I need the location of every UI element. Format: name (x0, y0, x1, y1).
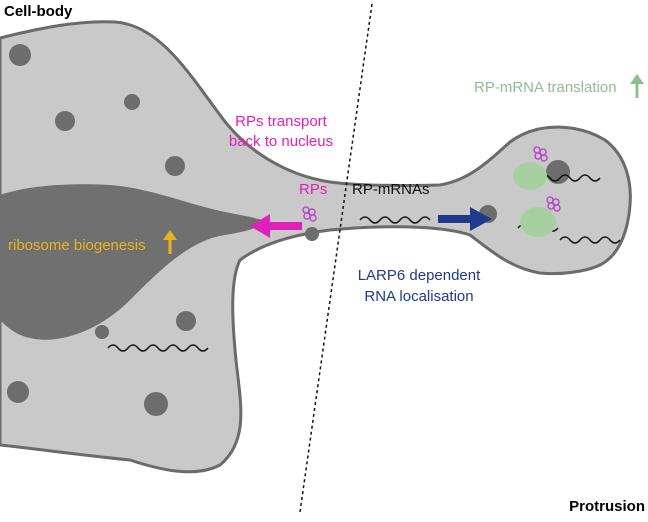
granule (546, 160, 570, 184)
cell-body-label: Cell-body (4, 3, 73, 20)
translation-blob (513, 162, 547, 190)
granule (165, 156, 185, 176)
granule (176, 311, 196, 331)
granules (7, 44, 570, 416)
cell-membrane (0, 20, 632, 474)
rps-transport-label-line1: RPs transport (235, 113, 328, 130)
ribosome-icon (302, 206, 317, 222)
rp-mrna-translation-label: RP-mRNA translation (474, 79, 617, 96)
mrna-strand (359, 216, 431, 224)
granule (305, 227, 319, 241)
granule (7, 381, 29, 403)
protrusion-label: Protrusion (569, 498, 645, 515)
divider-line (299, 3, 373, 513)
larp6-label-line2: RNA localisation (364, 288, 473, 305)
arrow-right-icon (438, 207, 492, 231)
mrna-strand (107, 344, 209, 352)
ribosome-icon (533, 146, 548, 162)
ribosome-icons (302, 146, 561, 222)
larp6-label-line1: LARP6 dependent (358, 267, 481, 284)
rps-label: RPs (299, 181, 327, 198)
nucleus (0, 184, 268, 340)
translation-sites (513, 162, 556, 237)
ribosome-icon (546, 196, 561, 212)
up-arrow-icon (630, 74, 644, 98)
granule (9, 44, 31, 66)
ribosome-biogenesis-label: ribosome biogenesis (8, 237, 146, 254)
granule (55, 111, 75, 131)
rp-mrnas-label: RP-mRNAs (352, 181, 430, 198)
arrow-left-icon (250, 214, 302, 238)
granule (95, 325, 109, 339)
mrna-strand (559, 236, 621, 244)
granule (144, 392, 168, 416)
rps-transport-label-line2: back to nucleus (229, 133, 333, 150)
up-arrow-icon (163, 230, 177, 254)
granule (124, 94, 140, 110)
translation-blob (520, 207, 556, 237)
